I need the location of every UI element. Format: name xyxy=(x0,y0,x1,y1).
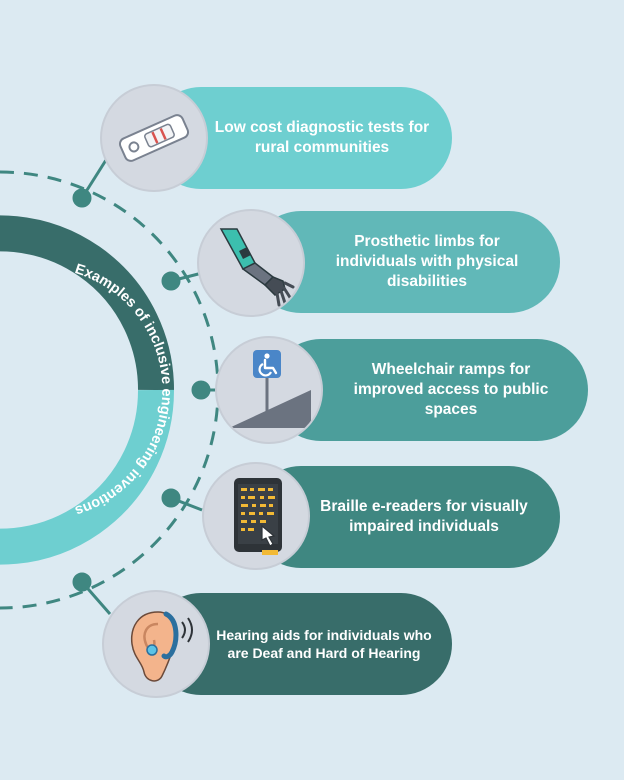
icon-circle-4 xyxy=(202,462,310,570)
connector-dot-2 xyxy=(161,271,181,291)
icon-circle-2 xyxy=(197,209,305,317)
icon-circle-5 xyxy=(102,590,210,698)
ring-dark-segment xyxy=(0,215,175,391)
connector-dot-5 xyxy=(72,572,92,592)
connector-dot-3 xyxy=(191,380,211,400)
item-label-5: Hearing aids for individuals who are Dea… xyxy=(216,626,432,661)
ring-label-text: Examples of inclusive engineering invent… xyxy=(73,261,174,518)
hearing-aid-icon xyxy=(130,611,193,682)
ring-light-segment xyxy=(0,389,175,565)
item-label-1: Low cost diagnostic tests for rural comm… xyxy=(214,118,430,156)
connector-dot-1 xyxy=(72,188,92,208)
connector-dot-4 xyxy=(161,488,181,508)
braille-e-reader-icon xyxy=(234,478,282,555)
item-pill-1: Low cost diagnostic tests for rural comm… xyxy=(150,87,452,189)
wheelchair-ramp-icon xyxy=(229,350,311,428)
ring-label: Examples of inclusive engineering invent… xyxy=(73,261,174,518)
item-label-4: Braille e-readers for visually impaired … xyxy=(320,497,528,535)
item-label-3: Wheelchair ramps for improved access to … xyxy=(353,360,549,419)
item-label-2: Prosthetic limbs for individuals with ph… xyxy=(335,232,519,291)
icon-circle-3 xyxy=(215,336,323,444)
rapid-test-icon xyxy=(118,114,190,162)
item-pill-3: Wheelchair ramps for improved access to … xyxy=(270,339,588,441)
icon-circle-1 xyxy=(100,84,208,192)
prosthetic-arm-icon xyxy=(219,228,295,307)
